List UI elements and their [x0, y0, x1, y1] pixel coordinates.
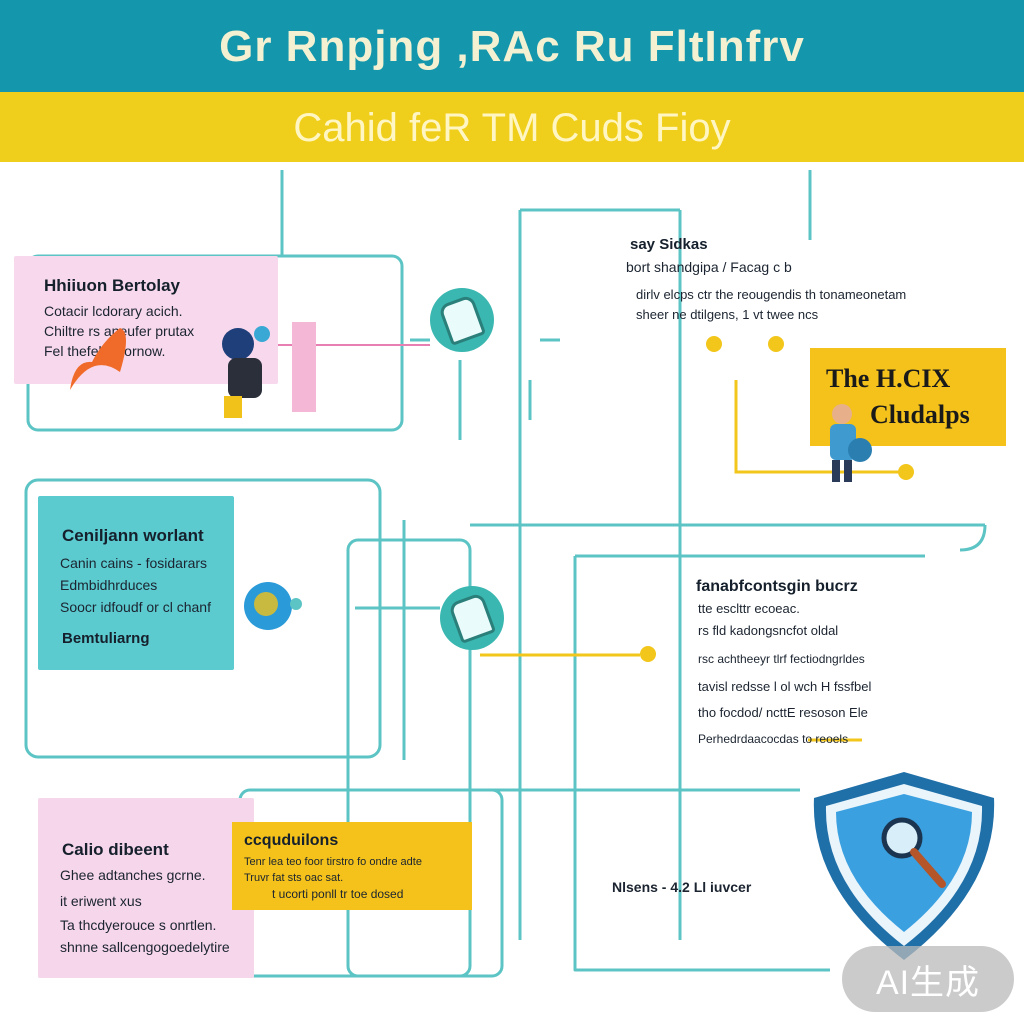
- connector-dot: [640, 646, 656, 662]
- card-mid-left-footer: Bemtuliarng: [62, 630, 150, 647]
- card-bottom-left-line-1: Ghee adtanches gcrne.: [60, 867, 206, 883]
- card-mid-right-line-3: rsc achtheeyr tlrf fectiodngrldes: [698, 652, 865, 666]
- card-yellow-right-line-1: The H.CIX: [826, 364, 951, 393]
- card-bottom-center-line-3: t ucorti ponll tr toe dosed: [272, 887, 404, 901]
- person-figure-icon: [70, 322, 316, 418]
- card-mid-left-line-2: Edmbidhrduces: [60, 577, 158, 593]
- card-bottom-center-line-2: Truvr fat sts oac sat.: [244, 872, 344, 884]
- card-yellow-right-line-2: Cludalps: [870, 400, 970, 429]
- person-figure-icon: [830, 404, 872, 482]
- card-mid-left-line-3: Soocr idfoudf or cl chanf: [60, 599, 211, 615]
- connector-dot: [898, 464, 914, 480]
- card-mid-right-line-6: Perhedrdaacocdas to reoels: [698, 732, 849, 746]
- card-mid-left-title: Ceniljann worlant: [62, 526, 204, 545]
- connector-dot: [768, 336, 784, 352]
- card-mid-right-line-1: tte esclttr ecoeac.: [698, 601, 800, 616]
- card-top-left-line-1: Cotacir lcdorary acich.: [44, 303, 183, 319]
- page-title: Gr Rnpjng ,RAc Ru FltInfrv: [219, 22, 805, 71]
- card-top-right: say Sidkas bort shandgipa / Facag c b di…: [620, 232, 1000, 332]
- card-top-right-line-3: sheer ne dtilgens, 1 vt twee ncs: [636, 307, 819, 322]
- shield-magnifier-icon: [813, 772, 995, 960]
- card-bottom-center: ccquduilons Tenr lea teo foor tirstro fo…: [232, 822, 472, 910]
- connector-dot: [706, 336, 722, 352]
- card-mid-right-line-5: tho focdod/ ncttE resoson Ele: [698, 705, 868, 720]
- globe-icon: [244, 582, 302, 630]
- card-mid-left-line-1: Canin cains - fosidarars: [60, 555, 208, 571]
- card-bottom-left-title: Calio dibeent: [62, 840, 169, 859]
- card-mid-right-line-4: tavisl redsse l ol wch H fssfbel: [698, 679, 872, 694]
- card-bottom-left: Calio dibeent Ghee adtanches gcrne. it e…: [38, 798, 254, 978]
- card-mid-left: Ceniljann worlant Canin cains - fosidara…: [38, 496, 234, 670]
- page-subtitle: Cahid feR TM Cuds Fioy: [293, 106, 731, 150]
- card-mid-right-title: fanabfcontsgin bucrz: [696, 578, 858, 595]
- hub-node-icon: [440, 586, 504, 650]
- card-bottom-left-line-4: shnne sallcengogoedelytire: [60, 939, 230, 955]
- hub-node-icon: [430, 288, 494, 352]
- card-top-right-line-2: dirlv elcps ctr the reougendis th toname…: [636, 287, 907, 302]
- card-bottom-left-line-3: Ta thcdyerouce s onrtlen.: [60, 917, 217, 933]
- subtitle-bar: [0, 92, 1024, 162]
- card-top-left-title: Hhiiuon Bertolay: [44, 276, 181, 295]
- card-bottom-center-line-1: Tenr lea teo foor tirstro fo ondre adte: [244, 856, 422, 868]
- card-bottom-center-title: ccquduilons: [244, 832, 339, 849]
- card-bottom-left-line-2: it eriwent xus: [60, 893, 142, 909]
- ai-generated-badge: AI生成: [842, 946, 1014, 1012]
- card-mid-right-line-2: rs fld kadongsncfot oldal: [698, 623, 839, 638]
- bottom-right-caption: Nlsens - 4.2 Ll iuvcer: [612, 879, 752, 895]
- card-top-right-title: say Sidkas: [630, 236, 708, 253]
- card-mid-right: fanabfcontsgin bucrz tte esclttr ecoeac.…: [690, 578, 1010, 758]
- card-top-right-line-1: bort shandgipa / Facag c b: [626, 259, 792, 275]
- title-bar: [0, 0, 1024, 92]
